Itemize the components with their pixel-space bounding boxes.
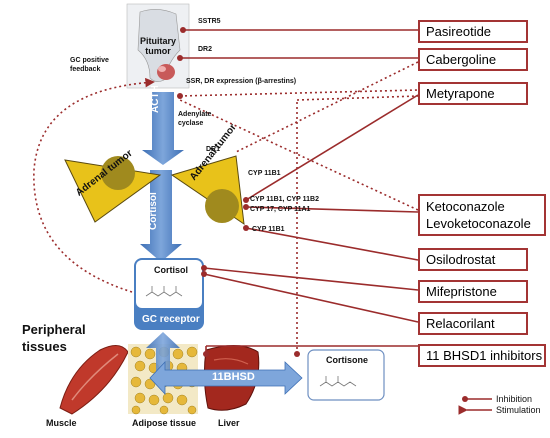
target-ssr: SSR, DR expression (β-arrestins): [186, 78, 297, 85]
peripheral-label-1: Peripheral: [22, 322, 86, 337]
hsd-label: 11BHSD: [212, 371, 255, 383]
drug-osilodrostat: Osilodrostat: [418, 248, 528, 271]
target-cyp11b1-a: CYP 11B1: [248, 170, 281, 177]
drug-ketoconazole: Ketoconazole: [426, 199, 505, 214]
target-dr1: DR1: [206, 146, 221, 153]
inhibition-dots: [177, 27, 300, 357]
cortisol-arrow: [140, 170, 182, 262]
muscle-illustration: [59, 345, 129, 415]
receptor-up-arrow: [146, 332, 180, 372]
target-cyp-multi-2: CYP 17, CYP 11A1: [250, 206, 311, 213]
dotted-lines: [33, 61, 419, 354]
pituitary-label: Pituitary tumor: [139, 36, 176, 56]
drug-metyrapone: Metyrapone: [418, 82, 528, 105]
drug-levoketoconazole: Levoketoconazole: [426, 216, 531, 231]
gc-box-cortisol: Cortisol: [154, 265, 189, 275]
cortisone-box: [307, 349, 385, 401]
gc-feedback-label: GC positive feedback: [70, 57, 109, 73]
drug-pasireotide: Pasireotide: [418, 20, 528, 43]
liver-label: Liver: [218, 418, 240, 428]
drug-keto-box: Ketoconazole Levoketoconazole: [418, 194, 546, 236]
acth-label: ACTH: [150, 85, 161, 113]
target-cyp11b1-b: CYP 11B1: [252, 226, 285, 233]
cortisone-label: Cortisone: [326, 355, 369, 365]
target-dr2: DR2: [198, 46, 213, 53]
legend-stimulation: Stimulation: [496, 405, 541, 415]
peripheral-label-2: tissues: [22, 339, 67, 354]
cortisol-arrow-label: Cortisol: [148, 192, 159, 230]
muscle-label: Muscle: [46, 418, 77, 428]
gc-receptor-box: [134, 258, 204, 330]
drug-hsd-inhibitors: 11 BHSD1 inhibitors: [418, 344, 546, 367]
drug-cabergoline: Cabergoline: [418, 48, 528, 71]
adrenal-right: [170, 155, 245, 226]
pituitary-illustration: [126, 3, 190, 89]
adenylate-label: Adenylate cyclase: [178, 111, 212, 127]
drug-relacorilant: Relacorilant: [418, 312, 528, 335]
adrenal-left: [64, 156, 162, 223]
hsd-double-arrow: [149, 360, 303, 396]
target-sstr5: SSTR5: [198, 18, 221, 25]
drug-mifepristone: Mifepristone: [418, 280, 528, 303]
adipose-label: Adipose tissue: [132, 418, 197, 428]
legend-inhibition: Inhibition: [496, 394, 533, 404]
gc-receptor-label: GC receptor: [142, 314, 200, 325]
legend-symbols: [458, 396, 492, 415]
acth-arrow: [142, 92, 184, 165]
inhibition-lines: [180, 29, 419, 354]
target-cyp-multi-1: CYP 11B1, CYP 11B2: [250, 196, 320, 203]
